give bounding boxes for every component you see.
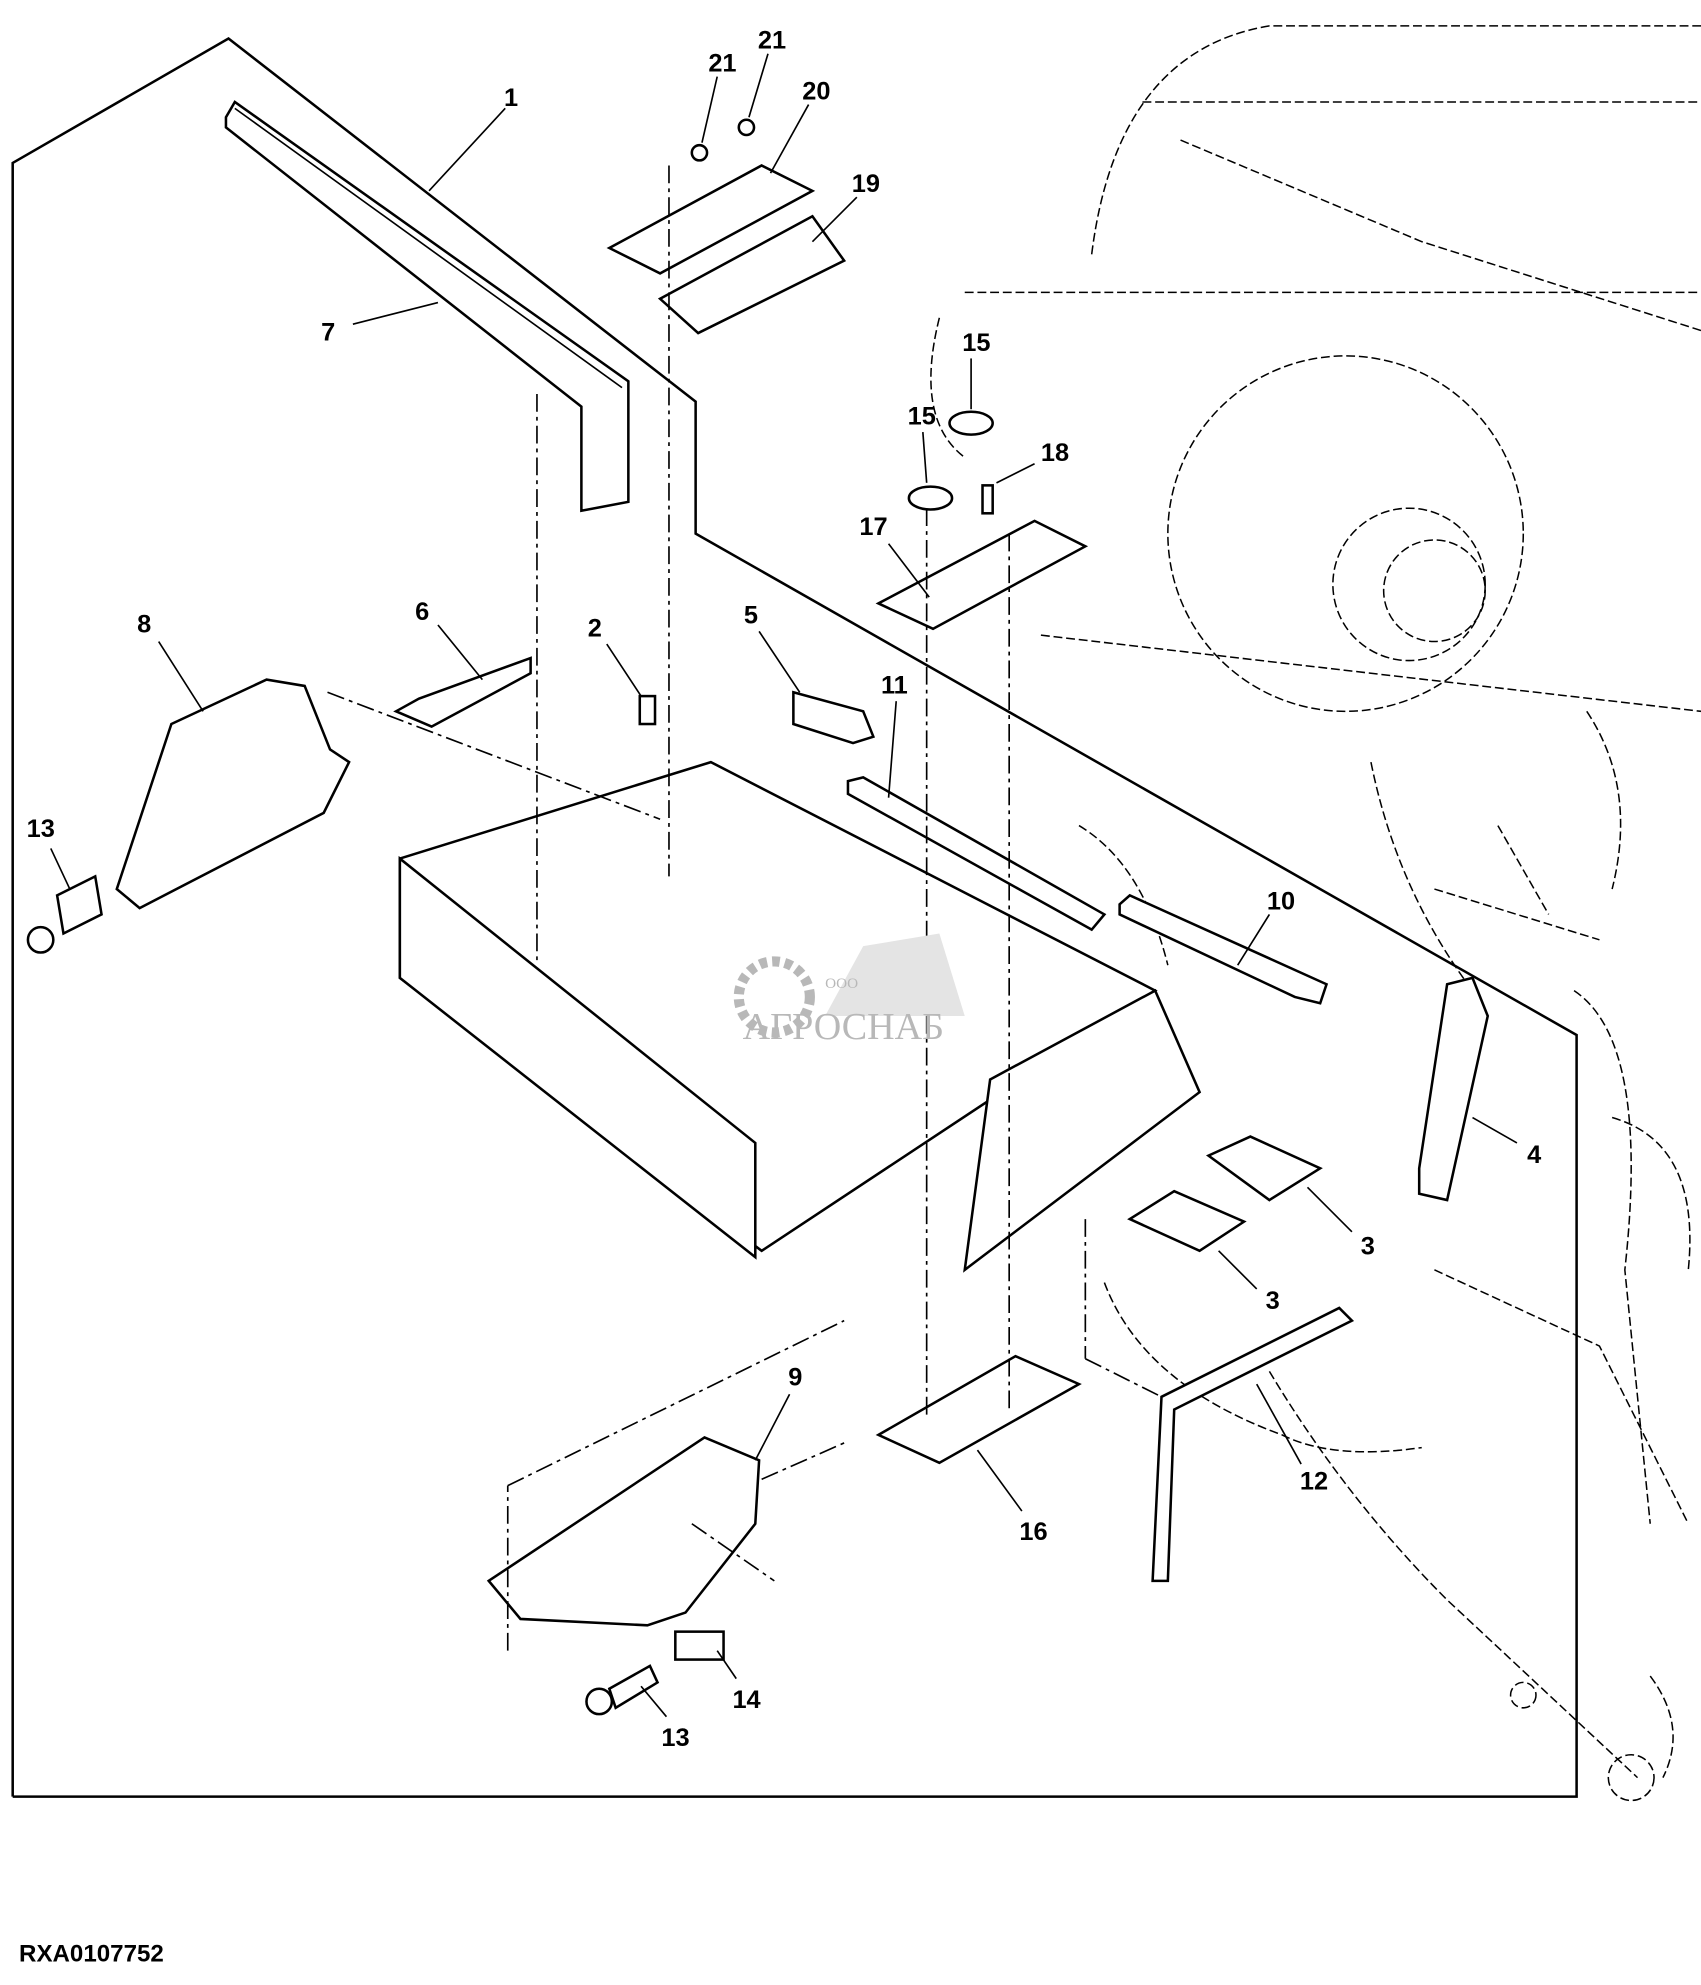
watermark-name: АГРОСНАБ — [743, 1006, 944, 1048]
part-3-pads — [1127, 1135, 1323, 1253]
part-8-bracket — [26, 678, 351, 954]
callout-16: 16 — [1019, 1518, 1047, 1546]
callout-20: 20 — [802, 77, 830, 105]
callout-9: 9 — [788, 1363, 802, 1391]
callout-18: 18 — [1041, 439, 1069, 467]
callout-11: 11 — [881, 672, 908, 700]
callout-12: 12 — [1300, 1467, 1328, 1495]
callout-4: 4 — [1527, 1141, 1541, 1169]
part-12-strip — [1151, 1306, 1355, 1583]
callout-1: 1 — [504, 84, 518, 112]
callout-19: 19 — [852, 170, 880, 198]
callout-7: 7 — [321, 319, 335, 347]
callout-2: 2 — [588, 614, 602, 642]
part-16-plate — [875, 1354, 1082, 1465]
part-17-plate — [875, 410, 1089, 631]
frame-outline — [11, 37, 1578, 1798]
callout-3: 3 — [1266, 1287, 1280, 1315]
callout-21: 21 — [708, 50, 736, 78]
callout-13: 13 — [661, 1724, 689, 1752]
callout-13: 13 — [27, 815, 55, 843]
part-6-clip — [393, 656, 532, 728]
engine-background — [930, 25, 1701, 1802]
callout-10: 10 — [1267, 887, 1295, 915]
diagram-code: RXA0107752 — [19, 1941, 164, 1968]
callout-15: 15 — [962, 329, 990, 357]
assembly-lines — [327, 165, 1162, 1651]
callout-8: 8 — [137, 611, 151, 639]
leader-lines — [50, 53, 1518, 1718]
part-4-strip — [1417, 976, 1490, 1202]
callout-5: 5 — [744, 602, 758, 630]
part-9-bracket — [486, 1435, 761, 1716]
callout-17: 17 — [859, 513, 887, 541]
part-2-bolt — [638, 694, 657, 726]
tray-main-assembly — [398, 760, 1202, 1273]
watermark-company-type: ООО — [825, 975, 858, 992]
part-19-20-plates — [606, 118, 847, 335]
callout-3: 3 — [1361, 1233, 1375, 1261]
callout-14: 14 — [732, 1686, 760, 1714]
agrosnab-watermark-logo: ООО АГРОСНАБ — [733, 933, 965, 1048]
part-10-seal — [1118, 893, 1329, 1005]
part-1-seal-strip — [224, 100, 630, 513]
callout-21: 21 — [758, 27, 786, 55]
part-5-block — [792, 690, 876, 745]
callout-6: 6 — [415, 598, 429, 626]
callout-labels: 1 21 21 20 19 7 15 15 18 17 8 6 2 5 11 1… — [27, 27, 1542, 1752]
callout-15: 15 — [908, 402, 936, 430]
part-11-seal — [846, 775, 1107, 932]
